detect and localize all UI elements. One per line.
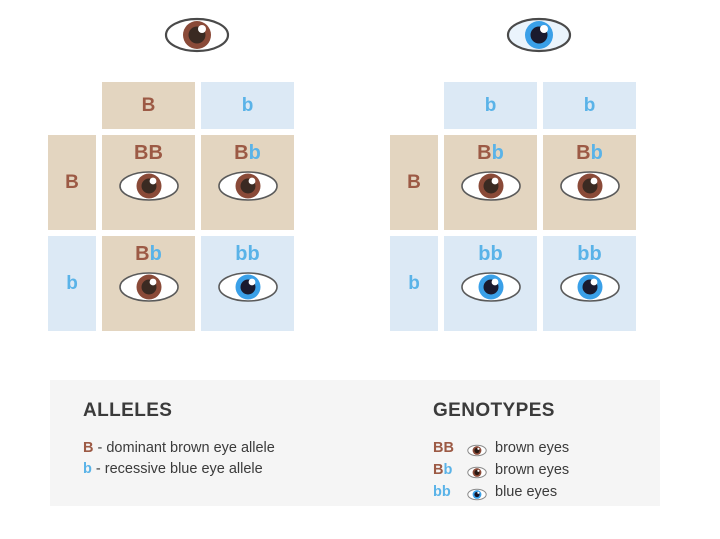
left-parent-eye-row [48,10,294,82]
phenotype-label: brown eyes [495,440,570,456]
genotype-label: bb [235,244,259,264]
left-col-header-1: b [201,82,294,129]
blue-eye-icon [217,268,279,306]
genotype-label: bb [478,244,502,264]
right-cell-1-1: bb [543,236,636,331]
allele-second: b [589,243,602,265]
genotype-label: Bb [135,244,162,264]
allele-first: B [234,142,249,164]
left-row-header-1: b [48,236,96,331]
right-col-header-1: b [543,82,636,129]
allele-first: B [477,142,492,164]
left-corner-cell [48,82,96,129]
genotype-label: Bb [576,143,603,163]
left-cell-1-1: bb [201,236,294,331]
genotype-label: Bb [234,143,261,163]
genotype-label: bb [577,244,601,264]
right-cell-0-1: Bb [543,135,636,230]
genotype-label: BB [134,143,163,163]
brown-eye-icon [217,167,279,205]
allele-legend-item: B - dominant brown eye allele [83,438,275,459]
genotype-label: Bb [477,143,504,163]
right-col-header-0: b [444,82,537,129]
allele-second: b [443,462,453,478]
allele-key: b [83,461,92,477]
allele-letter: B [65,171,79,193]
genotypes-legend: GENOTYPES BB brown eyes Bb [433,400,569,504]
allele-first: b [478,243,491,265]
left-grid: B b B BB Bb [48,82,294,331]
blue-eye-icon [467,486,487,501]
phenotype-label: blue eyes [495,484,558,500]
allele-first: B [576,142,591,164]
genotype-legend-item: bb blue eyes [433,482,569,503]
blue-eye-icon [460,268,522,306]
right-parent-eye-row [390,10,636,82]
left-cell-0-1: Bb [201,135,294,230]
brown-eye-icon [460,167,522,205]
left-col-header-0: B [102,82,195,129]
brown-eye-icon [467,464,487,479]
brown-eye-icon [467,442,487,457]
allele-key: B [83,440,94,456]
allele-second: b [248,142,261,164]
allele-first: B [433,440,444,456]
allele-first: b [577,243,590,265]
left-row-header-0: B [48,135,96,230]
left-cell-0-0: BB [102,135,195,230]
genotype-legend-item: Bb brown eyes [433,460,569,481]
allele-letter: b [241,94,254,116]
allele-second: b [441,484,451,500]
genotype-code: BB [433,438,467,459]
blue-eye-icon [559,268,621,306]
right-grid: b b B Bb Bb [390,82,636,331]
brown-eye-icon [559,167,621,205]
right-corner-cell [390,82,438,129]
brown-eye-icon [118,268,180,306]
allele-letter: b [408,272,420,294]
blue-eye-icon [506,14,572,56]
genotypes-title: GENOTYPES [433,400,555,421]
allele-second: B [443,440,454,456]
allele-second: b [491,142,504,164]
genotype-code: Bb [433,460,467,481]
right-punnett-square: b b B Bb Bb [390,10,636,331]
left-cell-1-0: Bb [102,236,195,331]
allele-second: b [590,142,603,164]
allele-first: B [134,142,149,164]
genotype-legend-item: BB brown eyes [433,438,569,459]
allele-description: - recessive blue eye allele [91,461,263,477]
allele-letter: b [583,94,596,116]
allele-legend-item: b - recessive blue eye allele [83,459,275,480]
right-row-header-0: B [390,135,438,230]
brown-eye-icon [118,167,180,205]
allele-second: b [490,243,503,265]
alleles-title: ALLELES [83,400,173,421]
right-cell-0-0: Bb [444,135,537,230]
phenotype-label: brown eyes [495,462,570,478]
allele-second: b [247,243,260,265]
allele-letter: B [407,171,421,193]
right-cell-1-0: bb [444,236,537,331]
genotype-code: bb [433,482,467,503]
allele-first: b [433,484,442,500]
alleles-legend: ALLELES B - dominant brown eye allele b … [83,400,275,480]
punnett-squares-area: B b B BB Bb [48,10,636,331]
allele-letter: B [141,94,156,116]
allele-second: b [149,243,162,265]
brown-eye-icon [164,14,230,56]
allele-first: B [135,243,150,265]
allele-first: b [235,243,248,265]
allele-letter: b [66,272,78,294]
allele-description: - dominant brown eye allele [93,440,275,456]
allele-second: B [148,142,163,164]
legend-panel: ALLELES B - dominant brown eye allele b … [50,380,660,506]
right-row-header-1: b [390,236,438,331]
allele-letter: b [484,94,497,116]
allele-first: B [433,462,444,478]
left-punnett-square: B b B BB Bb [48,10,294,331]
